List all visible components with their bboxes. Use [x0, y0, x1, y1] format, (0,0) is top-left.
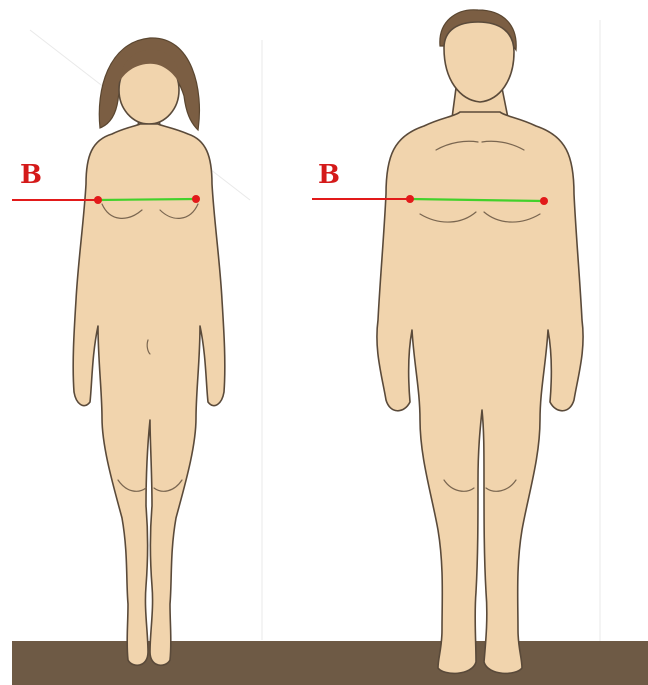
- male-left-point: [406, 195, 414, 203]
- female-right-point: [192, 195, 200, 203]
- female-body: [73, 124, 225, 665]
- female-measurement-label: B: [20, 162, 42, 188]
- female-figure: [73, 38, 225, 665]
- male-head: [444, 22, 514, 102]
- male-right-point: [540, 197, 548, 205]
- male-measurement-label: B: [318, 162, 340, 188]
- female-bust-line: [98, 199, 196, 200]
- female-left-point: [94, 196, 102, 204]
- floor: [12, 641, 648, 685]
- male-figure: [377, 10, 583, 674]
